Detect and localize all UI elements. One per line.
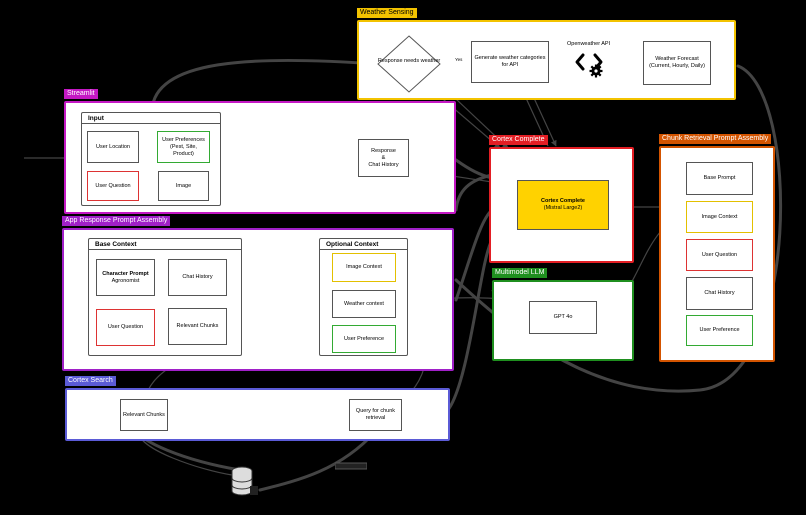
query-chunk-retrieval-box: Query for chunk retrieval <box>349 399 402 431</box>
gpt-4o-box: GPT 4o <box>529 301 597 334</box>
chunk-user-question-box: User Question <box>686 239 753 271</box>
relevant-chunks-box: Relevant Chunks <box>120 399 168 431</box>
character-prompt-title: Character Prompt <box>102 270 149 277</box>
cortex-model-sub: (Mistral Large2) <box>543 205 583 211</box>
user-location-box: User Location <box>87 131 139 163</box>
weather-decision-diamond <box>377 35 441 93</box>
weather-decision-label: Response needs weather <box>377 58 441 64</box>
database-icon <box>231 466 258 496</box>
weather-context-box: Weather context <box>332 290 396 318</box>
generate-weather-categories-box: Generate weather categories for API <box>471 41 549 83</box>
optional-context-title: Optional Context <box>320 239 407 250</box>
multimodel-tag: Multimodel LLM <box>492 268 548 278</box>
link-cortex-to-streamlit <box>454 173 494 212</box>
base-context-title: Base Context <box>89 239 241 250</box>
response-label-3: Chat History <box>368 161 399 168</box>
link-app-to-cortex <box>454 208 494 302</box>
input-group-title: Input <box>82 113 220 124</box>
image-box: Image <box>158 171 209 201</box>
response-label-2: & <box>381 154 386 161</box>
link-input-to-weather <box>150 58 378 112</box>
character-prompt-sub: Agronomist <box>111 277 140 284</box>
yes-label: Yes <box>455 57 463 62</box>
chunk-retrieval-tag: Chunk Retrieval Prompt Assembly <box>659 134 772 144</box>
response-chat-history-box: Response & Chat History <box>358 139 409 177</box>
chunk-user-preference-box: User Preference <box>686 315 753 346</box>
image-context-box: Image Context <box>332 253 396 282</box>
link-streamlit-to-cortex <box>454 158 494 180</box>
streamlit-tag: Streamlit <box>64 89 98 99</box>
relevant-chunks-context-box: Relevant Chunks <box>168 308 227 345</box>
link-search-to-cortex <box>446 238 494 412</box>
user-preference-context-box: User Preference <box>332 325 396 353</box>
cortex-complete-tag: Cortex Complete <box>489 135 548 145</box>
cortex-model-title: Cortex Complete <box>540 198 585 204</box>
cortex-complete-model-box: Cortex Complete (Mistral Large2) <box>517 180 609 230</box>
weather-forecast-box: Weather Forecast (Current, Hourly, Daily… <box>643 41 711 85</box>
openweather-api-label: Openweather API <box>567 41 611 47</box>
user-question-context-box: User Question <box>96 309 155 346</box>
chat-history-box: Chat History <box>168 259 227 296</box>
link-db-down <box>258 430 377 492</box>
db-connector-label <box>335 462 367 470</box>
chunk-chat-history-box: Chat History <box>686 277 753 310</box>
base-prompt-box: Base Prompt <box>686 162 753 195</box>
app-prompt-tag: App Response Prompt Assembly <box>62 216 171 226</box>
user-preferences-box: User Preferences (Pest, Site, Product) <box>157 131 210 163</box>
gear-icon <box>589 64 603 78</box>
character-prompt-box: Character Prompt Agronomist <box>96 259 155 296</box>
chunk-image-context-box: Image Context <box>686 201 753 233</box>
weather-sensing-tag: Weather Sensing <box>357 8 417 18</box>
user-question-box: User Question <box>87 171 139 201</box>
response-label-1: Response <box>371 147 396 154</box>
cortex-search-tag: Cortex Search <box>65 376 116 386</box>
